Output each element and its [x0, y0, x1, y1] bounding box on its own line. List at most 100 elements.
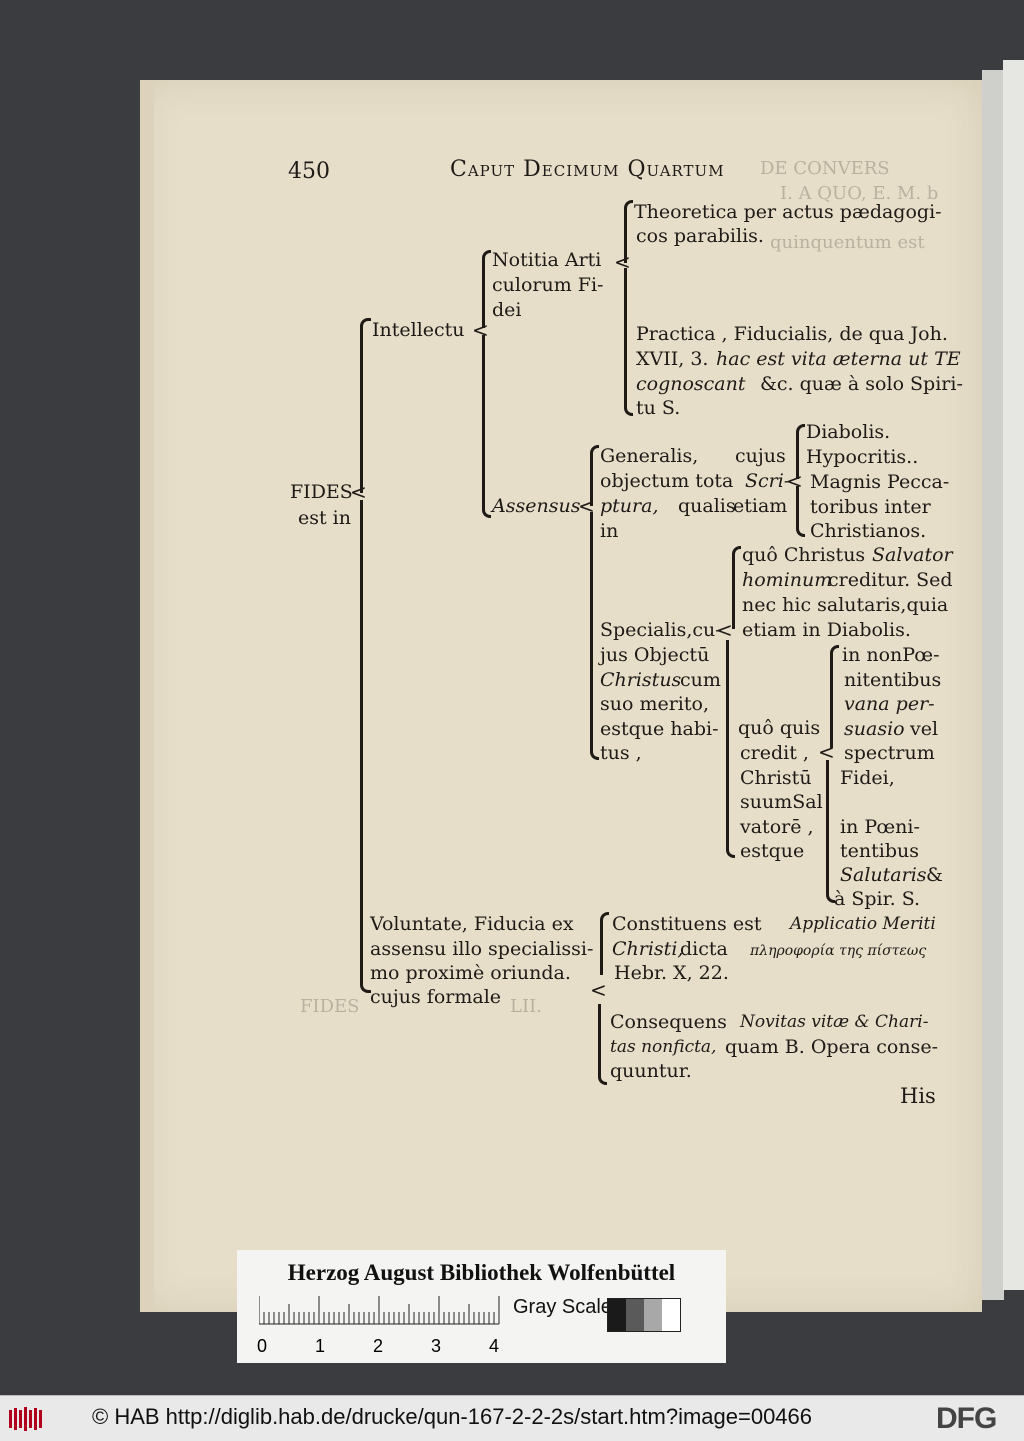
- consequens-1a: Consequens: [610, 1011, 727, 1033]
- running-title: Caput Decimum Quartum: [450, 157, 725, 182]
- ghost-bottom-2: LII.: [510, 996, 542, 1017]
- hypocritis: Hypocritis..: [806, 446, 919, 468]
- brace-quis-top: [830, 645, 839, 748]
- copyright-link[interactable]: © HAB http://diglib.hab.de/drucke/qun-16…: [92, 1404, 813, 1429]
- quo-christus-1a: quô Christus: [742, 544, 866, 566]
- constituens-1b: Applicatio Meriti: [790, 914, 936, 934]
- voluntate-3: mo proximè oriunda.: [370, 962, 571, 984]
- generalis-6: in: [600, 520, 619, 542]
- practica-4: tu S.: [636, 397, 681, 419]
- quo-quis-6: estque: [740, 840, 805, 862]
- brace-quis-bottom: [826, 760, 835, 903]
- consequens-1b: Novitas vitæ & Chari-: [740, 1012, 929, 1032]
- ruler-label-4: 4: [489, 1336, 500, 1356]
- in-poen-1: in Pœni-: [840, 816, 920, 838]
- next-page-edge: [982, 70, 1004, 1300]
- notitia-1: Notitia Arti: [492, 249, 602, 271]
- swatch-white: [662, 1299, 680, 1331]
- quo-christus-4: etiam in Diabolis.: [742, 619, 911, 641]
- brace-point: <: [716, 618, 733, 642]
- voluntate-4: cujus formale: [370, 986, 502, 1008]
- consequens-2b: quam B. Opera conse-: [725, 1036, 938, 1058]
- practica-3b: &c. quæ à solo Spiri-: [760, 373, 963, 395]
- page-gutter: [140, 80, 154, 1312]
- gray-scale-label: Gray Scale: [513, 1296, 612, 1318]
- specialis-2: jus Objectū: [600, 644, 710, 666]
- in-non-2: nitentibus: [844, 669, 942, 691]
- brace-main-bottom: [360, 500, 371, 993]
- notitia-2: culorum Fi-: [492, 274, 604, 296]
- in-non-5: spectrum: [844, 742, 935, 764]
- constituens-3: Hebr. X, 22.: [614, 962, 729, 984]
- brace-assensus-bottom: [590, 512, 599, 760]
- practica-1: Practica , Fiducialis, de qua Joh.: [636, 323, 948, 345]
- etiam: etiam: [733, 495, 788, 517]
- quo-quis-2: credit ,: [740, 742, 809, 764]
- swatch-dark: [626, 1299, 644, 1331]
- specialis-4: suo merito,: [600, 693, 709, 715]
- generalis-4: ptura,: [600, 495, 659, 517]
- in-poen-3a: Salutaris: [840, 864, 927, 886]
- brace-point: <: [590, 978, 607, 1002]
- in-non-4b: vel: [910, 718, 939, 740]
- magnis: Magnis Pecca-: [810, 471, 950, 493]
- quo-christus-2a: hominum: [742, 569, 833, 591]
- assensus-label: Assensus: [492, 495, 581, 517]
- brace-notitia-bottom: [624, 268, 633, 416]
- practica-3a: cognoscant: [636, 373, 746, 395]
- catchword: His: [900, 1084, 936, 1108]
- in-non-4a: suasio: [844, 718, 905, 740]
- generalis-5: qualis: [678, 495, 736, 517]
- book-page: [140, 80, 982, 1312]
- quo-quis-5: vatorē ,: [740, 816, 814, 838]
- cujus: cujus: [735, 445, 786, 467]
- in-poen-2: tentibus: [840, 840, 919, 862]
- practica-2a: XVII, 3.: [636, 348, 709, 370]
- brace-generalis-bottom: [796, 486, 805, 537]
- specialis-1: Specialis,cu-: [600, 619, 722, 641]
- dfg-logo: DFG: [936, 1402, 997, 1435]
- notitia-3: dei: [492, 299, 522, 321]
- constituens-1a: Constituens est: [612, 913, 762, 935]
- in-non-1: in nonPœ-: [842, 644, 940, 666]
- ruler-ticks: [259, 1296, 500, 1325]
- ghost-bottom-1: FIDES: [300, 996, 360, 1017]
- voluntate-2: assensu illo specialissi-: [370, 938, 594, 960]
- brace-main-top: [360, 318, 371, 493]
- brace-voluntate-bottom: [598, 1004, 607, 1085]
- brace-notitia-top: [624, 200, 633, 263]
- quo-quis-4: suumSal: [740, 791, 823, 813]
- ghost-text-2: I. A QUO, E. M. b: [780, 183, 939, 204]
- generalis-2: objectum tota: [600, 470, 734, 492]
- quo-quis-3: Christū: [740, 767, 812, 789]
- ruler-label-0: 0: [257, 1336, 268, 1356]
- in-non-6: Fidei,: [840, 767, 895, 789]
- in-poen-3b: &: [926, 864, 943, 886]
- brace-assensus-top: [590, 445, 599, 506]
- ruler-label-1: 1: [315, 1336, 326, 1356]
- root-est-in: est in: [298, 507, 351, 529]
- theoretica-2: cos parabilis.: [636, 225, 764, 247]
- voluntate-1: Voluntate, Fiducia ex: [370, 913, 574, 935]
- diabolis: Diabolis.: [806, 421, 891, 443]
- swatch-black: [608, 1299, 626, 1331]
- brace-specialis-bottom: [726, 640, 735, 858]
- brace-specialis-top: [732, 546, 741, 629]
- brace-intellectu-bottom: [482, 335, 491, 518]
- image-viewer: DE CONVERS I. A QUO, E. M. b quinquentum…: [140, 60, 1024, 1363]
- brace-intellectu-top: [482, 250, 491, 328]
- brace-generalis-top: [796, 424, 805, 479]
- page-number: 450: [288, 159, 330, 184]
- quo-quis-1: quô quis: [738, 717, 821, 739]
- specialis-3a: Christus: [600, 669, 682, 691]
- generalis-3: Scri-: [745, 470, 791, 492]
- constituens-2a: Christi,: [612, 938, 684, 960]
- quo-christus-3: nec hic salutaris,quia: [742, 594, 949, 616]
- specialis-3b: cum: [680, 669, 721, 691]
- generalis-1: Generalis,: [600, 445, 699, 467]
- specialis-6: tus ,: [600, 742, 642, 764]
- swatch-mid: [644, 1299, 662, 1331]
- next-page-edge-2: [1003, 60, 1024, 1290]
- root-fides: FIDES: [290, 481, 353, 503]
- in-poen-4: à Spir. S.: [834, 888, 921, 910]
